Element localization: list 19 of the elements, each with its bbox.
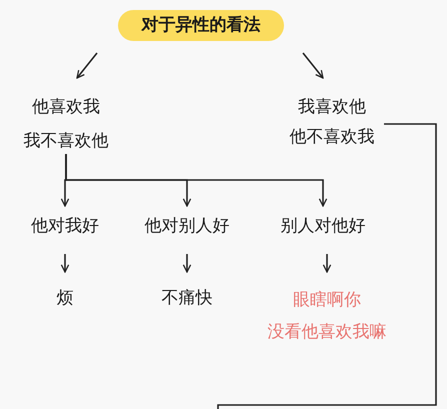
node-text: 他不喜欢我 — [290, 127, 374, 148]
arrow — [76, 52, 98, 79]
node-text: 没看他喜欢我嘛 — [268, 322, 386, 342]
node-text: 他喜欢我 — [32, 96, 100, 117]
connector-line — [217, 123, 437, 409]
node-text: 我不喜欢他 — [24, 131, 108, 152]
node-text: 他对别人好 — [144, 216, 230, 236]
arrow — [65, 154, 328, 207]
arrow — [322, 254, 332, 273]
arrow — [60, 254, 70, 273]
node-text: 不痛快 — [162, 288, 212, 308]
node-text: 我喜欢他 — [298, 96, 366, 117]
node-text: 眼瞎啊你 — [293, 290, 361, 310]
title-pill: 对于异性的看法 — [118, 10, 284, 41]
arrow — [182, 254, 192, 273]
arrow — [302, 52, 324, 79]
node-text: 他对我好 — [31, 216, 99, 236]
node-text: 别人对他好 — [280, 216, 366, 236]
node-text: 烦 — [56, 288, 74, 308]
